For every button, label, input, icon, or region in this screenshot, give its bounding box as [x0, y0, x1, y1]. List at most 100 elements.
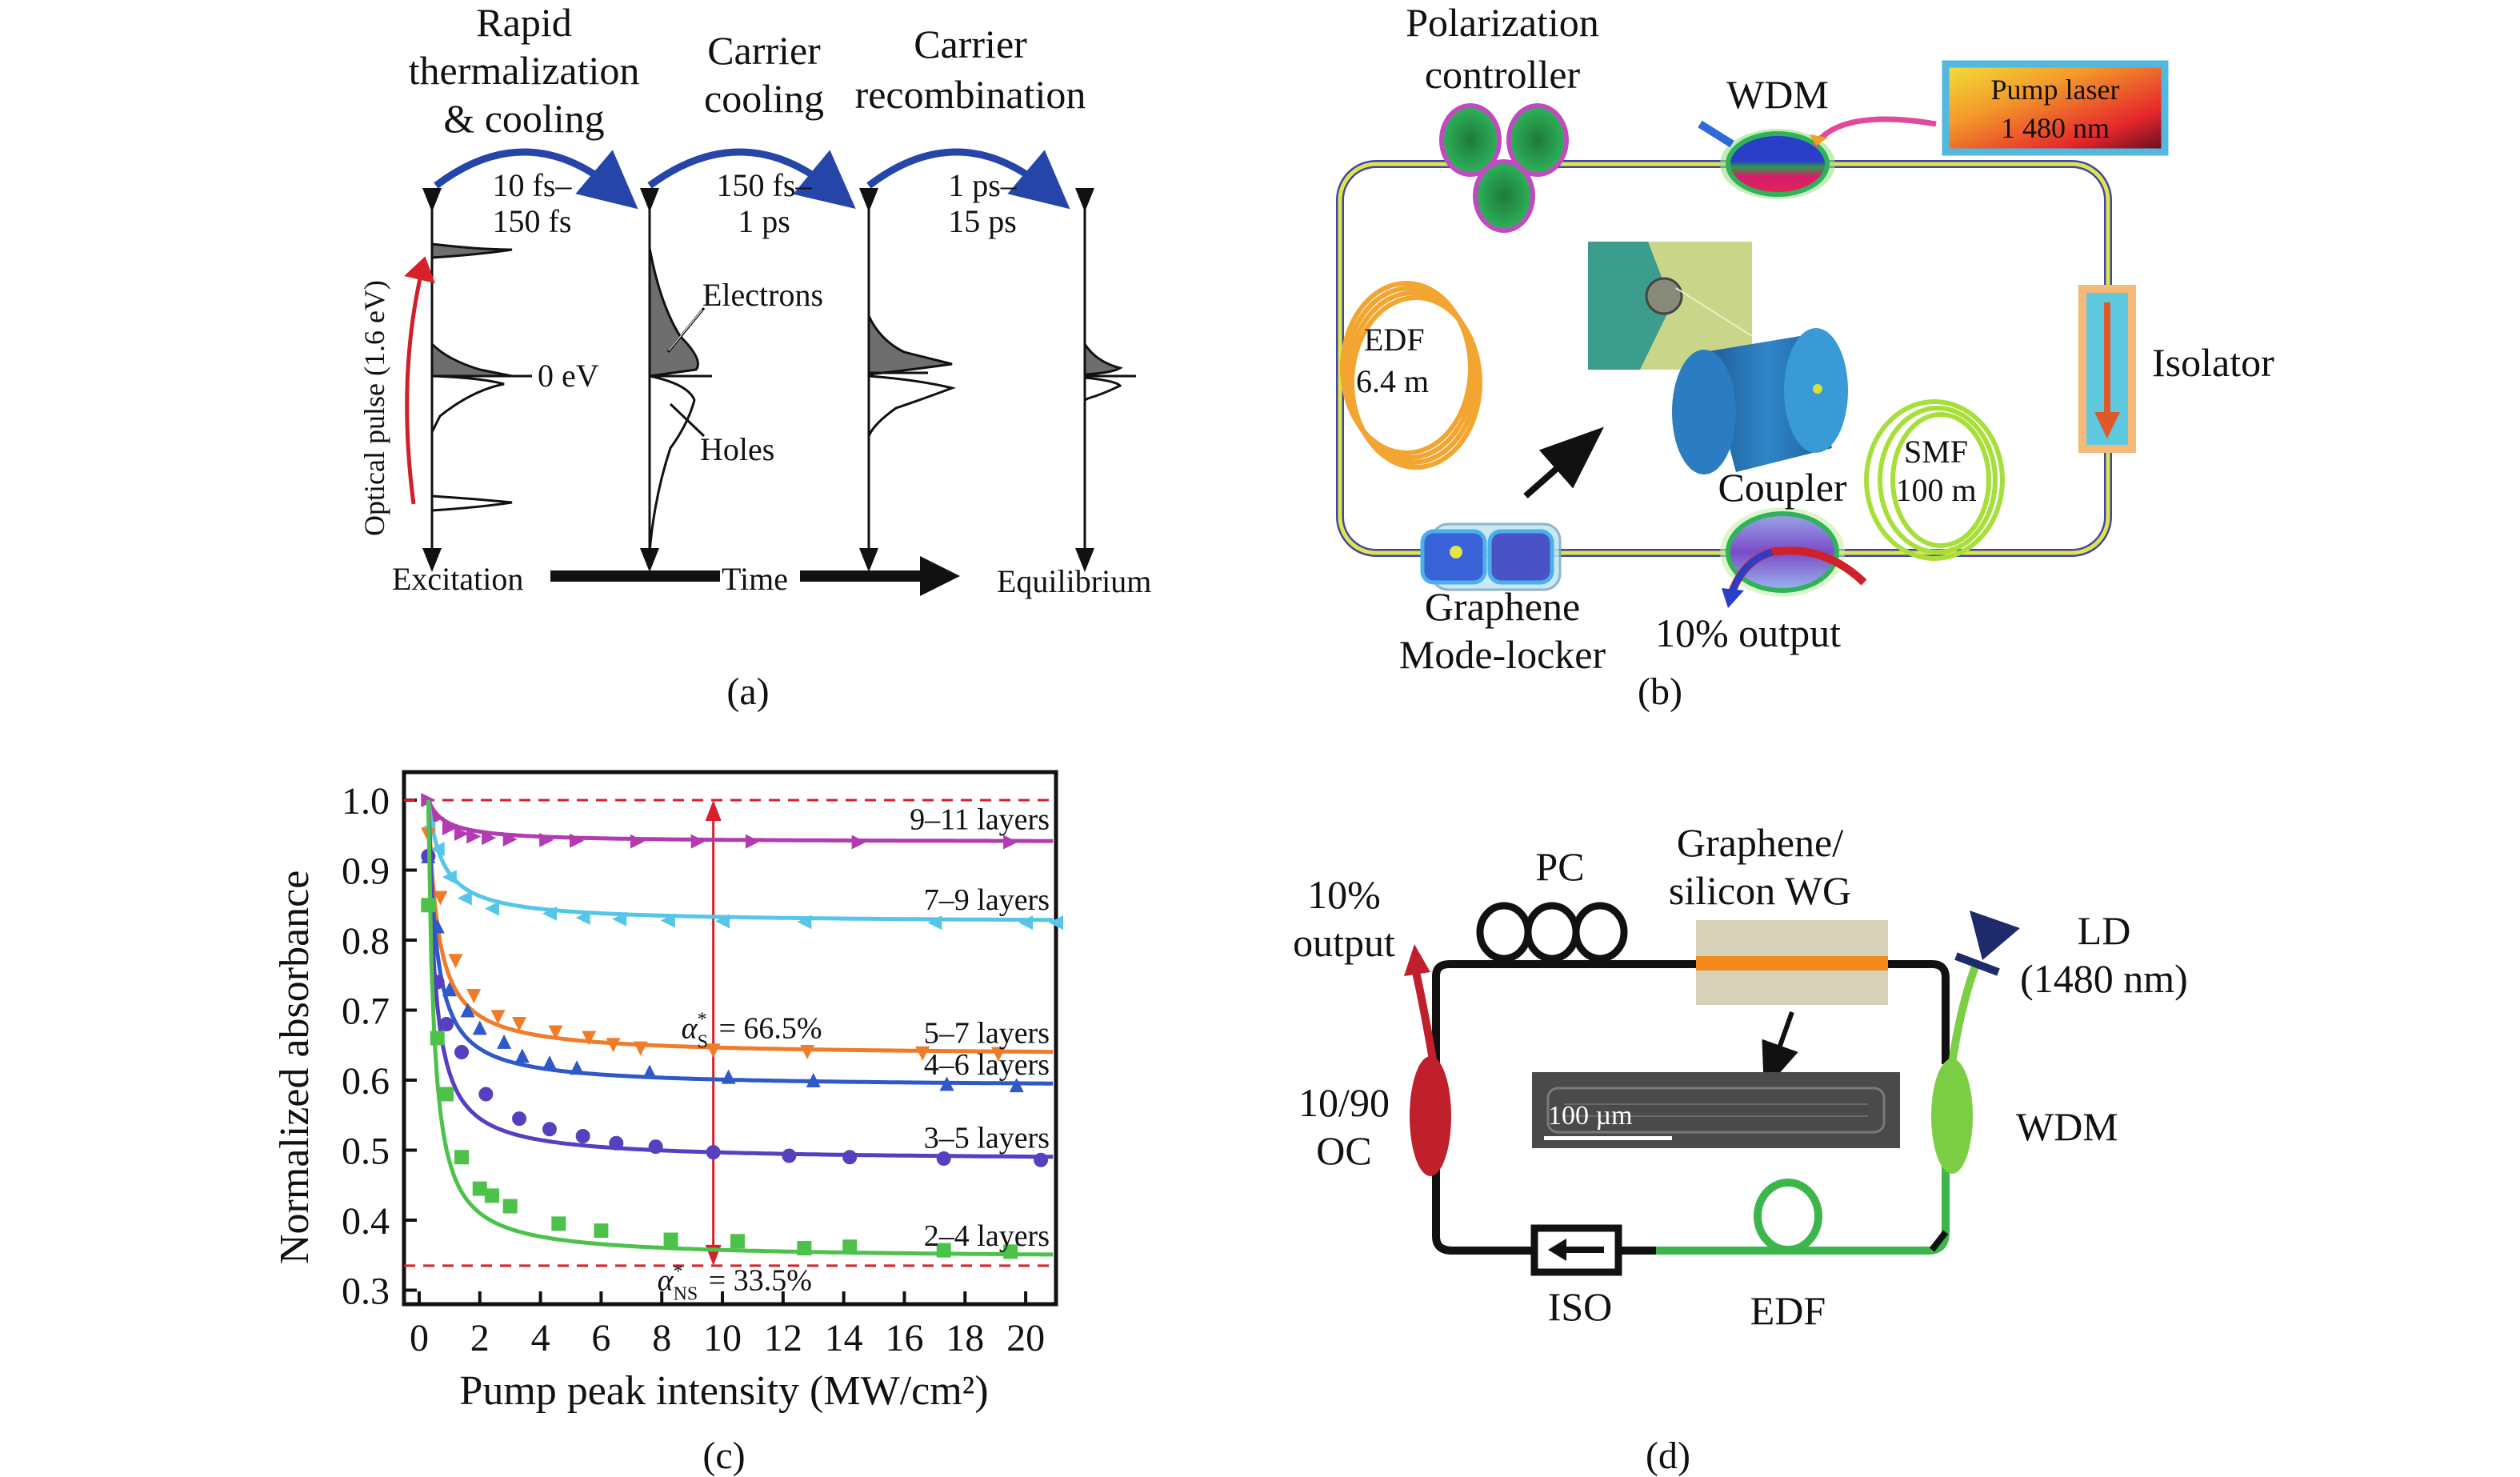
data-point [484, 1188, 499, 1203]
pc-label: PC [1535, 844, 1584, 889]
data-point [439, 1087, 454, 1102]
stage-title-line: thermalization [409, 48, 640, 93]
data-point [1034, 1152, 1049, 1167]
timescale-label: 15 ps [948, 203, 1017, 239]
data-point [842, 1150, 858, 1165]
data-point [990, 1047, 1006, 1062]
wdm-label: WDM [1726, 72, 1829, 117]
stage-title-1: Rapid thermalization & cooling [409, 0, 640, 141]
equilibrium-distribution [1083, 339, 1136, 402]
edf-fiber [1656, 1152, 1950, 1255]
data-point [466, 989, 482, 1003]
smf-label: SMF [1904, 434, 1968, 470]
alpha-annotation: α*S = 66.5% [682, 1010, 822, 1053]
mode-locker-label: Mode-locker [1399, 632, 1606, 677]
data-point [806, 1073, 821, 1087]
panel-caption: (d) [1646, 1435, 1690, 1477]
series-1: 7–9 layers [421, 799, 1063, 931]
pc-loops-icon [1476, 902, 1628, 963]
y-tick-label: 0.4 [342, 1200, 390, 1243]
series-label: 7–9 layers [924, 883, 1050, 917]
carrier-cooling-distribution: Electrons Holes [648, 247, 823, 553]
data-point [1009, 1078, 1024, 1093]
data-point [466, 829, 482, 844]
time-arrow-head-icon [920, 556, 960, 596]
data-point [706, 1043, 721, 1059]
fit-curve [426, 799, 1054, 923]
data-point [582, 1031, 597, 1046]
x-tick-label: 0 [410, 1317, 429, 1359]
excitation-distribution: 0 eV [430, 242, 599, 512]
data-point [490, 1010, 506, 1025]
polarization-controller-label: controller [1425, 52, 1581, 97]
data-point [612, 911, 627, 927]
data-point [542, 1055, 557, 1071]
data-point [430, 1031, 445, 1046]
data-point [472, 1181, 487, 1196]
timescale-label: 10 fs– [493, 167, 573, 203]
pointer-arrow [1523, 426, 1604, 498]
data-point [936, 1151, 951, 1166]
y-tick-label: 0.5 [342, 1131, 390, 1173]
graphene-cylinder-icon [1672, 328, 1848, 474]
data-point [797, 915, 812, 930]
zero-energy-label: 0 eV [538, 358, 599, 394]
data-point [454, 1045, 470, 1059]
timescale-label: 1 ps [738, 203, 790, 239]
data-point [782, 1148, 797, 1163]
waveguide-icon [1696, 920, 1888, 1005]
stage-title-line: Rapid [476, 0, 571, 45]
data-point [484, 901, 499, 916]
series-label: 3–5 layers [924, 1122, 1050, 1155]
data-point [642, 1064, 658, 1079]
ld-label: LD [2078, 908, 2131, 953]
sem-image: 100 µm [1532, 1072, 1900, 1148]
transition-arc-icon [866, 148, 1070, 210]
fit-curve [426, 799, 1054, 1055]
edf-length: 6.4 m [1356, 363, 1429, 399]
edf-label: EDF [1750, 1288, 1826, 1333]
y-tick-label: 0.8 [342, 920, 390, 963]
data-point [690, 834, 706, 849]
stage-title-line: cooling [704, 76, 824, 121]
x-tick-label: 16 [885, 1317, 923, 1359]
data-point [851, 835, 866, 850]
fit-curve [426, 799, 1054, 1159]
data-point [594, 1223, 609, 1239]
output-label: output [1293, 920, 1395, 965]
holes-label: Holes [700, 431, 774, 467]
x-axis-label: Pump peak intensity (MW/cm²) [459, 1368, 988, 1414]
data-point [570, 1060, 585, 1075]
x-tick-label: 6 [591, 1317, 610, 1359]
smf-coil-icon: SMF 100 m [1864, 399, 2005, 561]
iso-label: ISO [1548, 1284, 1613, 1329]
data-point [502, 1199, 518, 1214]
data-point [800, 1045, 815, 1059]
data-point [842, 1239, 858, 1255]
graphene-mode-locker-icon [1420, 522, 1562, 591]
data-point [633, 1041, 648, 1056]
data-point [548, 1025, 563, 1040]
output-label: 10% [1307, 872, 1381, 917]
optical-pulse-label: Optical pulse (1.6 eV) [358, 280, 390, 536]
oc-label: 10/90 [1298, 1080, 1390, 1125]
panel-caption: (a) [726, 670, 769, 713]
wdm-icon [1698, 116, 1937, 199]
series-5: 2–4 layers [421, 799, 1054, 1259]
series-3: 4–6 layers [421, 799, 1054, 1093]
data-point [442, 821, 457, 835]
timescale-label: 1 ps– [948, 167, 1018, 203]
data-point [939, 1076, 954, 1091]
panel-b: Polarization controller WDM Pump laser 1… [1336, 0, 2274, 713]
data-point [454, 1150, 470, 1165]
data-point [609, 1135, 624, 1151]
data-point [512, 1111, 527, 1127]
edf-loop-icon [1754, 1179, 1822, 1254]
data-point [797, 1241, 812, 1255]
data-point [457, 891, 472, 906]
data-point [730, 1234, 745, 1249]
data-point [606, 1038, 621, 1053]
data-point [927, 915, 942, 931]
